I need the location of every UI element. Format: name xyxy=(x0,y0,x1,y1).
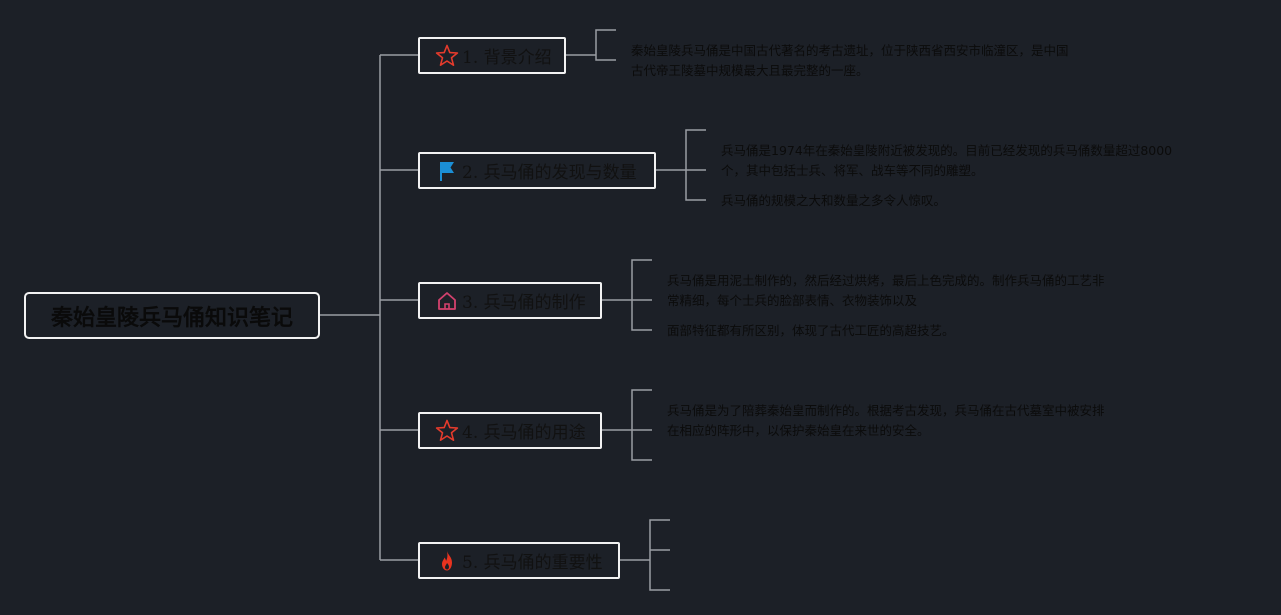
root-title: 秦始皇陵兵马俑知识笔记 xyxy=(50,305,293,331)
home-icon xyxy=(434,288,460,314)
topic-production[interactable]: 3. 兵马俑的制作 xyxy=(418,282,602,319)
topic-label: 1. 背景介绍 xyxy=(462,48,552,68)
topic-label: 5. 兵马俑的重要性 xyxy=(462,553,603,573)
flag-icon xyxy=(434,158,460,184)
topic-label: 4. 兵马俑的用途 xyxy=(462,423,586,443)
note-line: 兵马俑是1974年在秦始皇陵附近被发现的。目前已经发现的兵马俑数量超过8000 xyxy=(721,143,1173,158)
note-line: 兵马俑的规模之大和数量之多令人惊叹。 xyxy=(721,193,947,208)
topic-discovery-and-quantity[interactable]: 2. 兵马俑的发现与数量 xyxy=(418,152,656,189)
topic-importance[interactable]: 5. 兵马俑的重要性 xyxy=(418,542,620,579)
topic-label: 2. 兵马俑的发现与数量 xyxy=(462,163,637,183)
note-line: 面部特征都有所区别，体现了古代工匠的高超技艺。 xyxy=(667,323,955,338)
topic-note: 秦始皇陵兵马俑是中国古代著名的考古遗址，位于陕西省西安市临潼区，是中国 古代帝王… xyxy=(631,41,1069,81)
note-line: 兵马俑是为了陪葬秦始皇而制作的。根据考古发现，兵马俑在古代墓室中被安排 xyxy=(667,403,1105,418)
star-icon xyxy=(434,43,460,69)
topic-purpose[interactable]: 4. 兵马俑的用途 xyxy=(418,412,602,449)
root-node[interactable]: 秦始皇陵兵马俑知识笔记 xyxy=(24,292,320,339)
note-line: 个，其中包括士兵、将军、战车等不同的雕塑。 xyxy=(721,163,984,178)
fire-icon xyxy=(434,548,460,574)
note-line: 秦始皇陵兵马俑是中国古代著名的考古遗址，位于陕西省西安市临潼区，是中国 xyxy=(631,43,1069,58)
star-icon xyxy=(434,418,460,444)
topic-note: 兵马俑是1974年在秦始皇陵附近被发现的。目前已经发现的兵马俑数量超过8000 … xyxy=(721,141,1172,211)
note-line: 常精细，每个士兵的脸部表情、衣物装饰以及 xyxy=(667,293,918,308)
note-line: 古代帝王陵墓中规模最大且最完整的一座。 xyxy=(631,63,869,78)
topic-background[interactable]: 1. 背景介绍 xyxy=(418,37,566,74)
topic-label: 3. 兵马俑的制作 xyxy=(462,293,586,313)
note-line: 在相应的阵形中，以保护秦始皇在来世的安全。 xyxy=(667,423,930,438)
topic-note: 兵马俑是用泥土制作的，然后经过烘烤，最后上色完成的。制作兵马俑的工艺非 常精细，… xyxy=(667,271,1105,341)
topic-note: 兵马俑是为了陪葬秦始皇而制作的。根据考古发现，兵马俑在古代墓室中被安排 在相应的… xyxy=(667,401,1105,441)
note-line: 兵马俑是用泥土制作的，然后经过烘烤，最后上色完成的。制作兵马俑的工艺非 xyxy=(667,273,1105,288)
